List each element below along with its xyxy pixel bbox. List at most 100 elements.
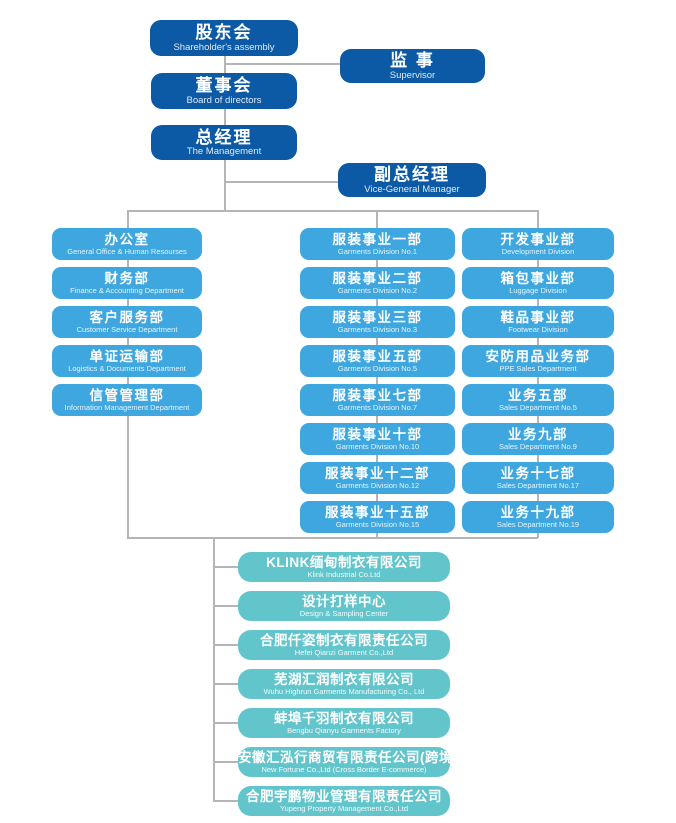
department-node: 业务五部 Sales Department No.5 [462, 384, 614, 416]
connector-supervisor-stub [225, 63, 340, 65]
node-title-zh: KLINK缅甸制衣有限公司 [266, 555, 422, 571]
subsidiary-node: 合肥仟姿制衣有限责任公司 Hefei Qianzi Garment Co.,Lt… [238, 630, 450, 660]
node-subtitle-en: Luggage Division [509, 285, 567, 295]
node-title-zh: 服装事业十二部 [325, 466, 430, 482]
node-title-zh: 蚌埠千羽制衣有限公司 [274, 711, 414, 727]
node-title-zh: 鞋品事业部 [500, 310, 576, 326]
connector-subsidiary-stub [213, 644, 238, 646]
node-title-zh: 服装事业七部 [332, 388, 423, 404]
connector-subsidiary-stub [213, 722, 238, 724]
node-title-zh: 董事会 [195, 76, 253, 95]
subsidiaries-column: KLINK缅甸制衣有限公司 Klink Industrial Co.Ltd 设计… [238, 552, 486, 816]
node-vice-general-manager: 副总经理 Vice-General Manager [338, 163, 486, 197]
connector-subsidiary-vertical [213, 537, 215, 802]
node-title-zh: 服装事业五部 [332, 349, 423, 365]
node-subtitle-en: Wuhu Highrun Garments Manufacturing Co.,… [263, 686, 425, 696]
node-subtitle-en: The Management [186, 146, 262, 158]
department-node: 信管管理部 Information Management Department [52, 384, 202, 416]
node-title-zh: 业务五部 [508, 388, 568, 404]
node-subtitle-en: Footwear Division [508, 324, 568, 334]
connector-vice-gm-stub [225, 181, 338, 183]
sales-divisions-column: 开发事业部 Development Division 箱包事业部 Luggage… [462, 228, 614, 533]
node-subtitle-en: Supervisor [389, 69, 436, 81]
subsidiary-node: 芜湖汇润制衣有限公司 Wuhu Highrun Garments Manufac… [238, 669, 450, 699]
node-subtitle-en: Garments Division No.12 [335, 480, 420, 490]
subsidiary-node: 蚌埠千羽制衣有限公司 Bengbu Qianyu Garments Factor… [238, 708, 450, 738]
node-title-zh: 安防用品业务部 [485, 349, 591, 365]
node-subtitle-en: Customer Service Department [76, 324, 178, 334]
node-title-zh: 单证运输部 [89, 349, 165, 365]
department-node: 服装事业一部 Garments Division No.1 [300, 228, 455, 260]
admin-departments-column: 办公室 General Office & Human Resourses 财务部… [52, 228, 202, 416]
department-node: 服装事业七部 Garments Division No.7 [300, 384, 455, 416]
node-title-zh: 监 事 [390, 51, 435, 70]
node-title-zh: 开发事业部 [500, 232, 576, 248]
node-board-of-directors: 董事会 Board of directors [151, 73, 297, 109]
node-title-zh: 合肥宇鹏物业管理有限责任公司 [246, 789, 442, 805]
subsidiary-node: 合肥宇鹏物业管理有限责任公司 Yupeng Property Managemen… [238, 786, 450, 816]
node-subtitle-en: Design & Sampling Center [299, 608, 389, 618]
department-node: 业务九部 Sales Department No.9 [462, 423, 614, 455]
node-subtitle-en: Yupeng Property Management Co.,Ltd [280, 803, 408, 813]
node-title-zh: 芜湖汇润制衣有限公司 [274, 672, 414, 688]
node-title-zh: 信管管理部 [89, 388, 165, 404]
node-title-zh: 业务十七部 [500, 466, 576, 482]
node-title-zh: 服装事业十五部 [325, 505, 430, 521]
department-node: 安防用品业务部 PPE Sales Department [462, 345, 614, 377]
department-node: 鞋品事业部 Footwear Division [462, 306, 614, 338]
node-subtitle-en: New Fortune Co.,Ltd (Cross Border E-comm… [261, 764, 427, 774]
node-title-zh: 服装事业一部 [332, 232, 423, 248]
subsidiary-node: 设计打样中心 Design & Sampling Center [238, 591, 450, 621]
node-subtitle-en: Finance & Accounting Department [70, 285, 184, 295]
department-node: 客户服务部 Customer Service Department [52, 306, 202, 338]
node-subtitle-en: General Office & Human Resourses [67, 246, 187, 256]
department-node: 单证运输部 Logistics & Documents Department [52, 345, 202, 377]
connector-subsidiary-stub [213, 761, 238, 763]
connector-subsidiary-stub [213, 683, 238, 685]
node-subtitle-en: Klink Industrial Co.Ltd [307, 569, 381, 579]
node-subtitle-en: Board of directors [186, 94, 262, 106]
department-node: 服装事业十部 Garments Division No.10 [300, 423, 455, 455]
node-title-zh: 客户服务部 [89, 310, 165, 326]
node-subtitle-en: Garments Division No.3 [337, 324, 418, 334]
connector-subsidiary-stub [213, 566, 238, 568]
node-subtitle-en: Garments Division No.10 [335, 441, 420, 451]
department-node: 办公室 General Office & Human Resourses [52, 228, 202, 260]
node-title-zh: 箱包事业部 [500, 271, 576, 287]
node-subtitle-en: Information Management Department [64, 402, 190, 412]
node-subtitle-en: Logistics & Documents Department [68, 363, 186, 373]
node-subtitle-en: Garments Division No.2 [337, 285, 418, 295]
node-subtitle-en: Garments Division No.15 [335, 519, 420, 529]
node-subtitle-en: Garments Division No.5 [337, 363, 418, 373]
department-node: 业务十九部 Sales Department No.19 [462, 501, 614, 533]
node-subtitle-en: Sales Department No.9 [499, 441, 577, 451]
garments-divisions-column: 服装事业一部 Garments Division No.1 服装事业二部 Gar… [300, 228, 455, 533]
connector-branch-bottom [127, 537, 538, 539]
node-subtitle-en: PPE Sales Department [499, 363, 577, 373]
connector-subsidiary-stub [213, 800, 238, 802]
node-title-zh: 副总经理 [374, 165, 450, 184]
node-title-zh: 合肥仟姿制衣有限责任公司 [260, 633, 428, 649]
node-subtitle-en: Sales Department No.17 [496, 480, 580, 490]
department-node: 业务十七部 Sales Department No.17 [462, 462, 614, 494]
department-node: 服装事业三部 Garments Division No.3 [300, 306, 455, 338]
node-subtitle-en: Garments Division No.7 [337, 402, 418, 412]
node-subtitle-en: Bengbu Qianyu Garments Factory [287, 725, 401, 735]
department-node: 箱包事业部 Luggage Division [462, 267, 614, 299]
department-node: 服装事业十五部 Garments Division No.15 [300, 501, 455, 533]
node-title-zh: 服装事业十部 [332, 427, 423, 443]
department-node: 服装事业十二部 Garments Division No.12 [300, 462, 455, 494]
node-supervisor: 监 事 Supervisor [340, 49, 485, 83]
node-subtitle-en: Development Division [501, 246, 575, 256]
connector-branch-top [127, 210, 538, 212]
node-subtitle-en: Garments Division No.1 [337, 246, 418, 256]
department-node: 服装事业五部 Garments Division No.5 [300, 345, 455, 377]
node-general-manager: 总经理 The Management [151, 125, 297, 160]
node-title-zh: 服装事业二部 [332, 271, 423, 287]
department-node: 开发事业部 Development Division [462, 228, 614, 260]
node-title-zh: 业务十九部 [500, 505, 576, 521]
node-title-zh: 安徽汇泓行商贸有限责任公司(跨境电商) [238, 750, 486, 766]
node-title-zh: 服装事业三部 [332, 310, 423, 326]
node-title-zh: 总经理 [195, 127, 253, 147]
